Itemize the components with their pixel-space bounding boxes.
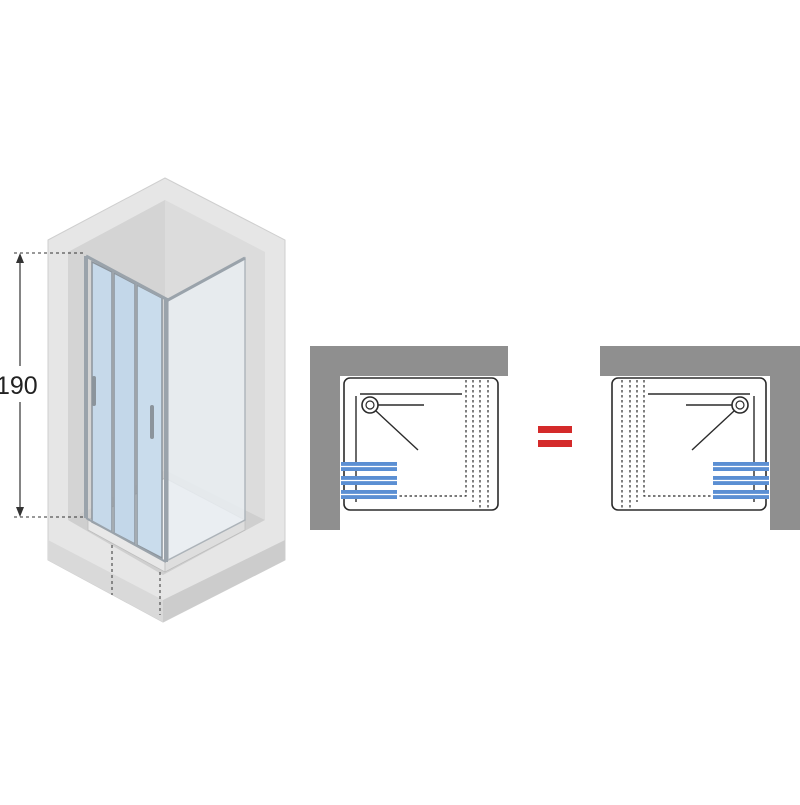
door-panel-2 — [113, 271, 136, 546]
plan-right-slope-diag — [691, 410, 735, 451]
fixed-side-panel-glass — [167, 256, 246, 562]
door-handle-right — [150, 405, 154, 439]
tray-plan-door-right-icon — [600, 346, 800, 530]
dimension-arrow-bottom-icon — [16, 507, 24, 517]
door-panel-3 — [136, 283, 163, 560]
plan-left-wall — [310, 346, 508, 530]
equals-sign-icon — [538, 426, 572, 447]
shower-enclosure-perspective-icon — [47, 177, 286, 623]
tray-plan-door-left-icon — [310, 346, 508, 530]
plan-left-slope-diag — [375, 410, 419, 451]
dimension-arrow-top-icon — [16, 253, 24, 263]
height-dimension-label: 190 — [0, 372, 38, 400]
door-handle-left — [92, 376, 96, 406]
plan-left-door-panels-icon — [341, 462, 397, 499]
plan-left-drain-icon — [361, 396, 379, 414]
door-frame-bottom — [85, 517, 167, 563]
niche-lower-right — [163, 540, 285, 622]
height-dimension: 190 — [0, 252, 86, 518]
niche-lower-left — [48, 540, 163, 622]
plan-right-door-panels-icon — [713, 462, 769, 499]
plan-right-wall — [600, 346, 800, 530]
plan-right-drain-icon — [731, 396, 749, 414]
